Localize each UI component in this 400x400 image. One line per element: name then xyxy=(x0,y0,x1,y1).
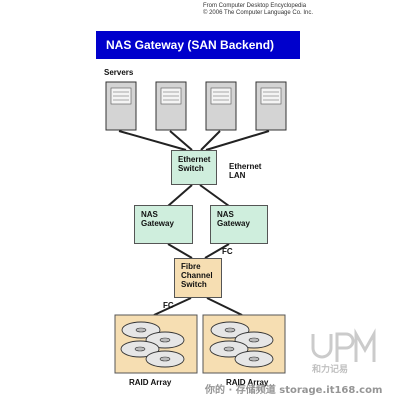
ethernet-switch-line-2: Switch xyxy=(178,164,204,173)
watermark-logo-icon xyxy=(311,328,376,362)
nas-gateway-left-line-1: NAS xyxy=(141,210,158,219)
server-2-icon xyxy=(155,81,187,131)
fibre-channel-switch-node: Fibre Channel Switch xyxy=(174,258,222,298)
raid-array-right-label: RAID Array xyxy=(226,378,269,387)
ethernet-lan-line-2: LAN xyxy=(229,171,246,180)
nas-gateway-right-line-2: Gateway xyxy=(217,219,250,228)
server-4-icon xyxy=(255,81,287,131)
raid-array-right-icon xyxy=(202,314,286,374)
link-server4-switch xyxy=(205,130,270,151)
watermark-footer: 你的 · 存储频道 storage.it168.com xyxy=(205,385,383,396)
link-server3-switch xyxy=(200,130,221,151)
credit-line-1: From Computer Desktop Encyclopedia xyxy=(203,3,307,9)
link-nas-left-fc xyxy=(167,243,193,259)
link-fc-raid-right xyxy=(206,297,243,316)
fc-lower-label: FC xyxy=(163,301,174,310)
raid-array-left-icon xyxy=(114,314,198,374)
watermark-logo-subtext: 和力记易 xyxy=(312,365,349,375)
nas-gateway-left-line-2: Gateway xyxy=(141,219,174,228)
fc-switch-line-3: Switch xyxy=(181,280,207,289)
ethernet-lan-line-1: Ethernet xyxy=(229,162,262,171)
diagram-title: NAS Gateway (SAN Backend) xyxy=(96,31,300,59)
ethernet-switch-node: Ethernet Switch xyxy=(171,150,217,185)
link-server2-switch xyxy=(169,130,193,151)
link-fc-raid-left xyxy=(153,297,192,316)
raid-array-left-label: RAID Array xyxy=(129,378,172,387)
nas-gateway-left-node: NAS Gateway xyxy=(134,205,193,244)
link-nas-right-fc xyxy=(204,243,230,259)
server-1-icon xyxy=(105,81,137,131)
servers-label: Servers xyxy=(104,68,134,77)
nas-gateway-right-line-1: NAS xyxy=(217,210,234,219)
server-3-icon xyxy=(205,81,237,131)
ethernet-switch-line-1: Ethernet xyxy=(178,155,211,164)
credit-line-2: © 2006 The Computer Language Co. Inc. xyxy=(203,10,314,16)
connector-lines xyxy=(118,130,270,316)
ethernet-lan-label: Ethernet LAN xyxy=(229,162,261,180)
nas-gateway-right-node: NAS Gateway xyxy=(210,205,268,244)
link-switch-nas-right xyxy=(199,184,230,207)
fc-switch-line-2: Channel xyxy=(181,271,213,280)
link-server1-switch xyxy=(118,130,187,151)
link-switch-nas-left xyxy=(167,184,193,207)
fc-upper-label: FC xyxy=(222,247,233,256)
fc-switch-line-1: Fibre xyxy=(181,262,201,271)
